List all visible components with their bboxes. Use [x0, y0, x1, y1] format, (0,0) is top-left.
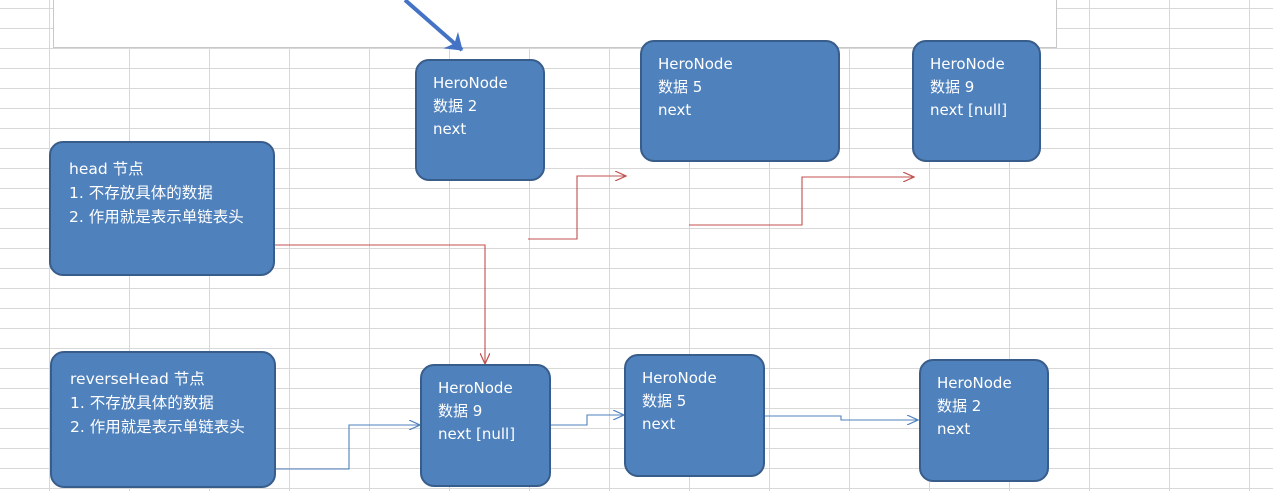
reverse-head-node-note-1: 1. 不存放具体的数据 [70, 394, 214, 412]
node-next: next [642, 415, 676, 433]
node-type: HeroNode [642, 369, 717, 387]
node-type: HeroNode [438, 379, 513, 397]
reversed-node5-to-node2-arrow [764, 416, 918, 420]
reverse-head-node: reverseHead 节点 1. 不存放具体的数据 2. 作用就是表示单链表头 [50, 351, 276, 488]
reverse-head-to-first-arrow [276, 425, 420, 470]
node-data: 数据 2 [433, 97, 478, 115]
hero-node-bottom-1: HeroNode 数据 9 next [null] [420, 364, 551, 487]
reverse-head-node-note-2: 2. 作用就是表示单链表头 [70, 418, 245, 436]
node-next: next [null] [438, 425, 516, 443]
hero-node-bottom-2: HeroNode 数据 5 next [624, 354, 765, 477]
top-text-box [53, 0, 1057, 48]
node-next: next [null] [930, 101, 1008, 119]
node-data: 数据 5 [658, 78, 703, 96]
reverse-head-node-title: reverseHead 节点 [70, 370, 205, 388]
node-data: 数据 9 [930, 78, 975, 96]
head-node-title: head 节点 [69, 160, 144, 178]
node-next: next [937, 420, 971, 438]
node-data: 数据 2 [937, 397, 982, 415]
node-data: 数据 5 [642, 392, 687, 410]
node-type: HeroNode [433, 74, 508, 92]
head-node-note-2: 2. 作用就是表示单链表头 [69, 208, 244, 226]
head-node-note-1: 1. 不存放具体的数据 [69, 184, 213, 202]
hero-node-bottom-3: HeroNode 数据 2 next [919, 359, 1049, 482]
hero-node-top-1: HeroNode 数据 2 next [415, 59, 545, 181]
node-type: HeroNode [658, 55, 733, 73]
node2-to-node5-arrow [528, 176, 626, 240]
node-data: 数据 9 [438, 402, 483, 420]
node5-to-node9-arrow [689, 177, 914, 226]
node-next: next [433, 120, 467, 138]
reversed-node9-to-node5-arrow [550, 415, 624, 426]
head-node: head 节点 1. 不存放具体的数据 2. 作用就是表示单链表头 [49, 141, 275, 276]
node-next: next [658, 101, 692, 119]
current-pointer-arrow [403, 0, 464, 52]
hero-node-top-3: HeroNode 数据 9 next [null] [912, 40, 1041, 162]
node-type: HeroNode [930, 55, 1005, 73]
hero-node-top-2: HeroNode 数据 5 next [640, 40, 840, 162]
node-type: HeroNode [937, 374, 1012, 392]
